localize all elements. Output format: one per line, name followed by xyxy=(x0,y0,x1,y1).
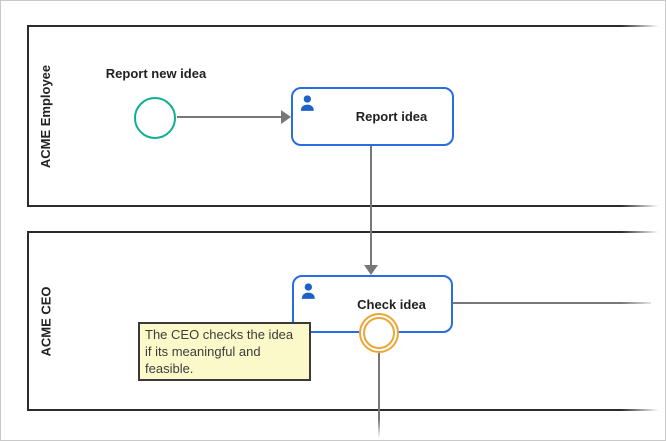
arrowhead-right-icon xyxy=(281,110,291,124)
sequence-flow-report-to-check[interactable] xyxy=(370,146,372,266)
sequence-flow-boundary-down[interactable] xyxy=(378,353,380,438)
task-label: Check idea xyxy=(357,296,426,312)
start-event-label[interactable]: Report new idea xyxy=(105,66,207,81)
pool-name-band[interactable]: ACME CEO xyxy=(29,233,63,409)
user-icon xyxy=(299,281,319,301)
user-icon xyxy=(298,93,318,113)
sequence-flow-start-to-report[interactable] xyxy=(177,116,282,118)
sequence-flow-check-outgoing-right[interactable] xyxy=(453,302,651,304)
pool-acme-ceo[interactable]: ACME CEO xyxy=(27,231,665,411)
boundary-event-inner-ring xyxy=(363,317,395,349)
task-label: Report idea xyxy=(355,109,428,124)
boundary-event[interactable] xyxy=(359,313,399,353)
user-task-report-idea[interactable]: Report idea xyxy=(291,87,454,146)
pool-name-band[interactable]: ACME Employee xyxy=(29,27,63,205)
pool-name-label: ACME CEO xyxy=(38,285,54,357)
arrowhead-down-icon xyxy=(364,265,378,275)
start-event[interactable] xyxy=(134,97,176,139)
user-task-check-idea[interactable]: Check idea xyxy=(292,275,453,333)
text-annotation[interactable]: The CEO checks the idea if its meaningfu… xyxy=(138,322,311,381)
pool-acme-employee[interactable]: ACME Employee xyxy=(27,25,665,207)
pool-name-label: ACME Employee xyxy=(38,64,54,168)
